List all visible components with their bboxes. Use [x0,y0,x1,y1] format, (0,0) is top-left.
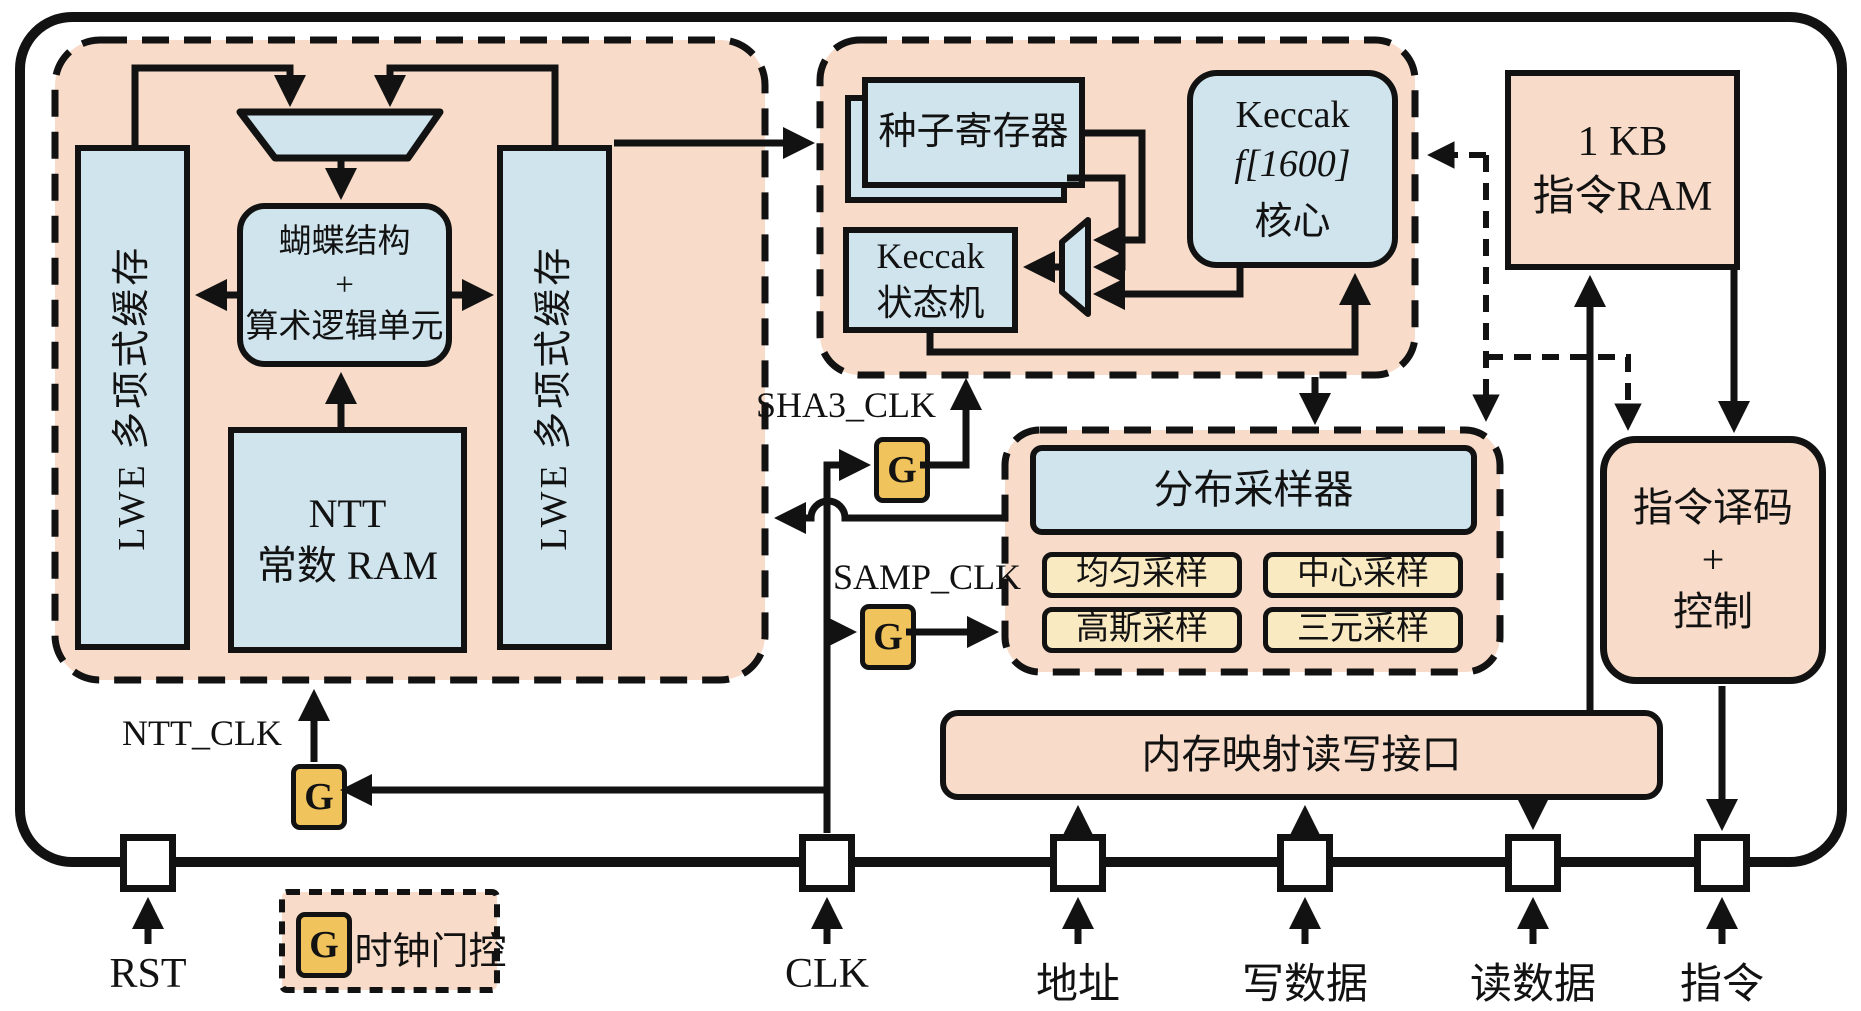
port-rdata [1505,834,1561,892]
samp-clk-label: SAMP_CLK [833,556,1021,598]
instruction-ram-label2: 指令RAM [1532,174,1713,220]
butterfly-alu-block: 蝴蝶结构 + 算术逻辑单元 [237,203,452,367]
seed-register-block: 种子寄存器 [862,77,1085,188]
samp-clk-text: SAMP_CLK [833,557,1022,597]
legend-text-label: :时钟门控 [344,931,507,973]
samp-clock-gate: G [860,604,916,670]
port-clk [799,834,855,892]
gaussian-sampler-label: 高斯采样 [1076,611,1208,648]
uniform-sampler-block: 均匀采样 [1042,552,1242,598]
addr-label: 地址 [968,950,1188,1011]
decoder-label1: 指令译码 [1633,485,1793,530]
ntt-constant-ram-block: NTT 常数 RAM [228,427,467,653]
rst-label: RST [38,950,258,998]
ntt-clk-text: NTT_CLK [122,713,282,753]
instruction-ram-label1: 1 KB [1577,119,1668,166]
central-sampler-block: 中心采样 [1263,552,1463,598]
uniform-sampler-label: 均匀采样 [1076,556,1208,593]
instruction-decoder-block: 指令译码 + 控制 [1600,436,1826,684]
wdata-label: 写数据 [1195,950,1415,1011]
instr-text: 指令 [1679,962,1764,1008]
butterfly-label: 蝴蝶结构 [278,223,411,260]
gate-g-label: G [887,449,917,491]
lwe-poly-cache-left: LWE 多项式缓存 [75,145,190,650]
addr-text: 地址 [1035,962,1120,1008]
constant-ram-label: 常数 RAM [256,543,439,588]
instr-label: 指令 [1612,950,1832,1011]
port-wdata [1277,834,1333,892]
rdata-text: 读数据 [1469,962,1596,1008]
memory-mapped-interface-block: 内存映射读写接口 [940,710,1663,800]
ntt-clock-gate: G [291,764,347,830]
keccak-sm-label2: 状态机 [876,283,985,323]
distribution-sampler-block: 分布采样器 [1030,445,1477,535]
gate-g-label: G [304,776,334,818]
keccak-core-block: Keccak f[1600] 核心 [1187,70,1398,268]
lwe-poly-cache-right: LWE 多项式缓存 [497,145,612,650]
clk-text: CLK [785,951,869,997]
seed-register-label: 种子寄存器 [878,110,1069,153]
ternary-sampler-block: 三元采样 [1263,607,1463,653]
clk-label: CLK [717,950,937,998]
instruction-ram-block: 1 KB 指令RAM [1505,70,1740,270]
port-rst [120,834,176,892]
port-instr [1694,834,1750,892]
rdata-label: 读数据 [1423,950,1643,1011]
keccak-sm-label1: Keccak [876,236,985,277]
sha3-clk-text: SHA3_CLK [756,385,937,425]
gaussian-sampler-block: 高斯采样 [1042,607,1242,653]
sha3-clock-gate: G [874,437,930,503]
plus-label: + [335,266,354,303]
ntt-clk-label: NTT_CLK [122,712,282,754]
alu-label: 算术逻辑单元 [245,309,444,346]
decoder-label3: 控制 [1673,589,1753,634]
keccak-core-label2: f[1600] [1234,143,1351,186]
gate-g-label: G [873,616,903,658]
rst-text: RST [109,951,187,997]
ntt-label: NTT [308,491,387,536]
lwe-cache-left-label: LWE 多项式缓存 [110,244,153,551]
central-sampler-label: 中心采样 [1297,556,1429,593]
lwe-cache-right-label: LWE 多项式缓存 [532,244,575,551]
memory-mapped-interface-label: 内存映射读写接口 [1141,732,1462,777]
port-addr [1050,834,1106,892]
ternary-sampler-label: 三元采样 [1297,611,1429,648]
sha3-clk-label: SHA3_CLK [756,384,936,426]
legend-gate-icon: G [296,912,352,978]
keccak-core-label1: Keccak [1235,93,1350,136]
keccak-state-machine-block: Keccak 状态机 [843,227,1018,333]
keccak-core-label3: 核心 [1254,200,1331,243]
legend-g-label: G [309,924,339,966]
wdata-text: 写数据 [1241,962,1368,1008]
decoder-label2: + [1701,537,1725,582]
distribution-sampler-label: 分布采样器 [1153,467,1354,512]
legend-text: :时钟门控 [344,920,507,975]
